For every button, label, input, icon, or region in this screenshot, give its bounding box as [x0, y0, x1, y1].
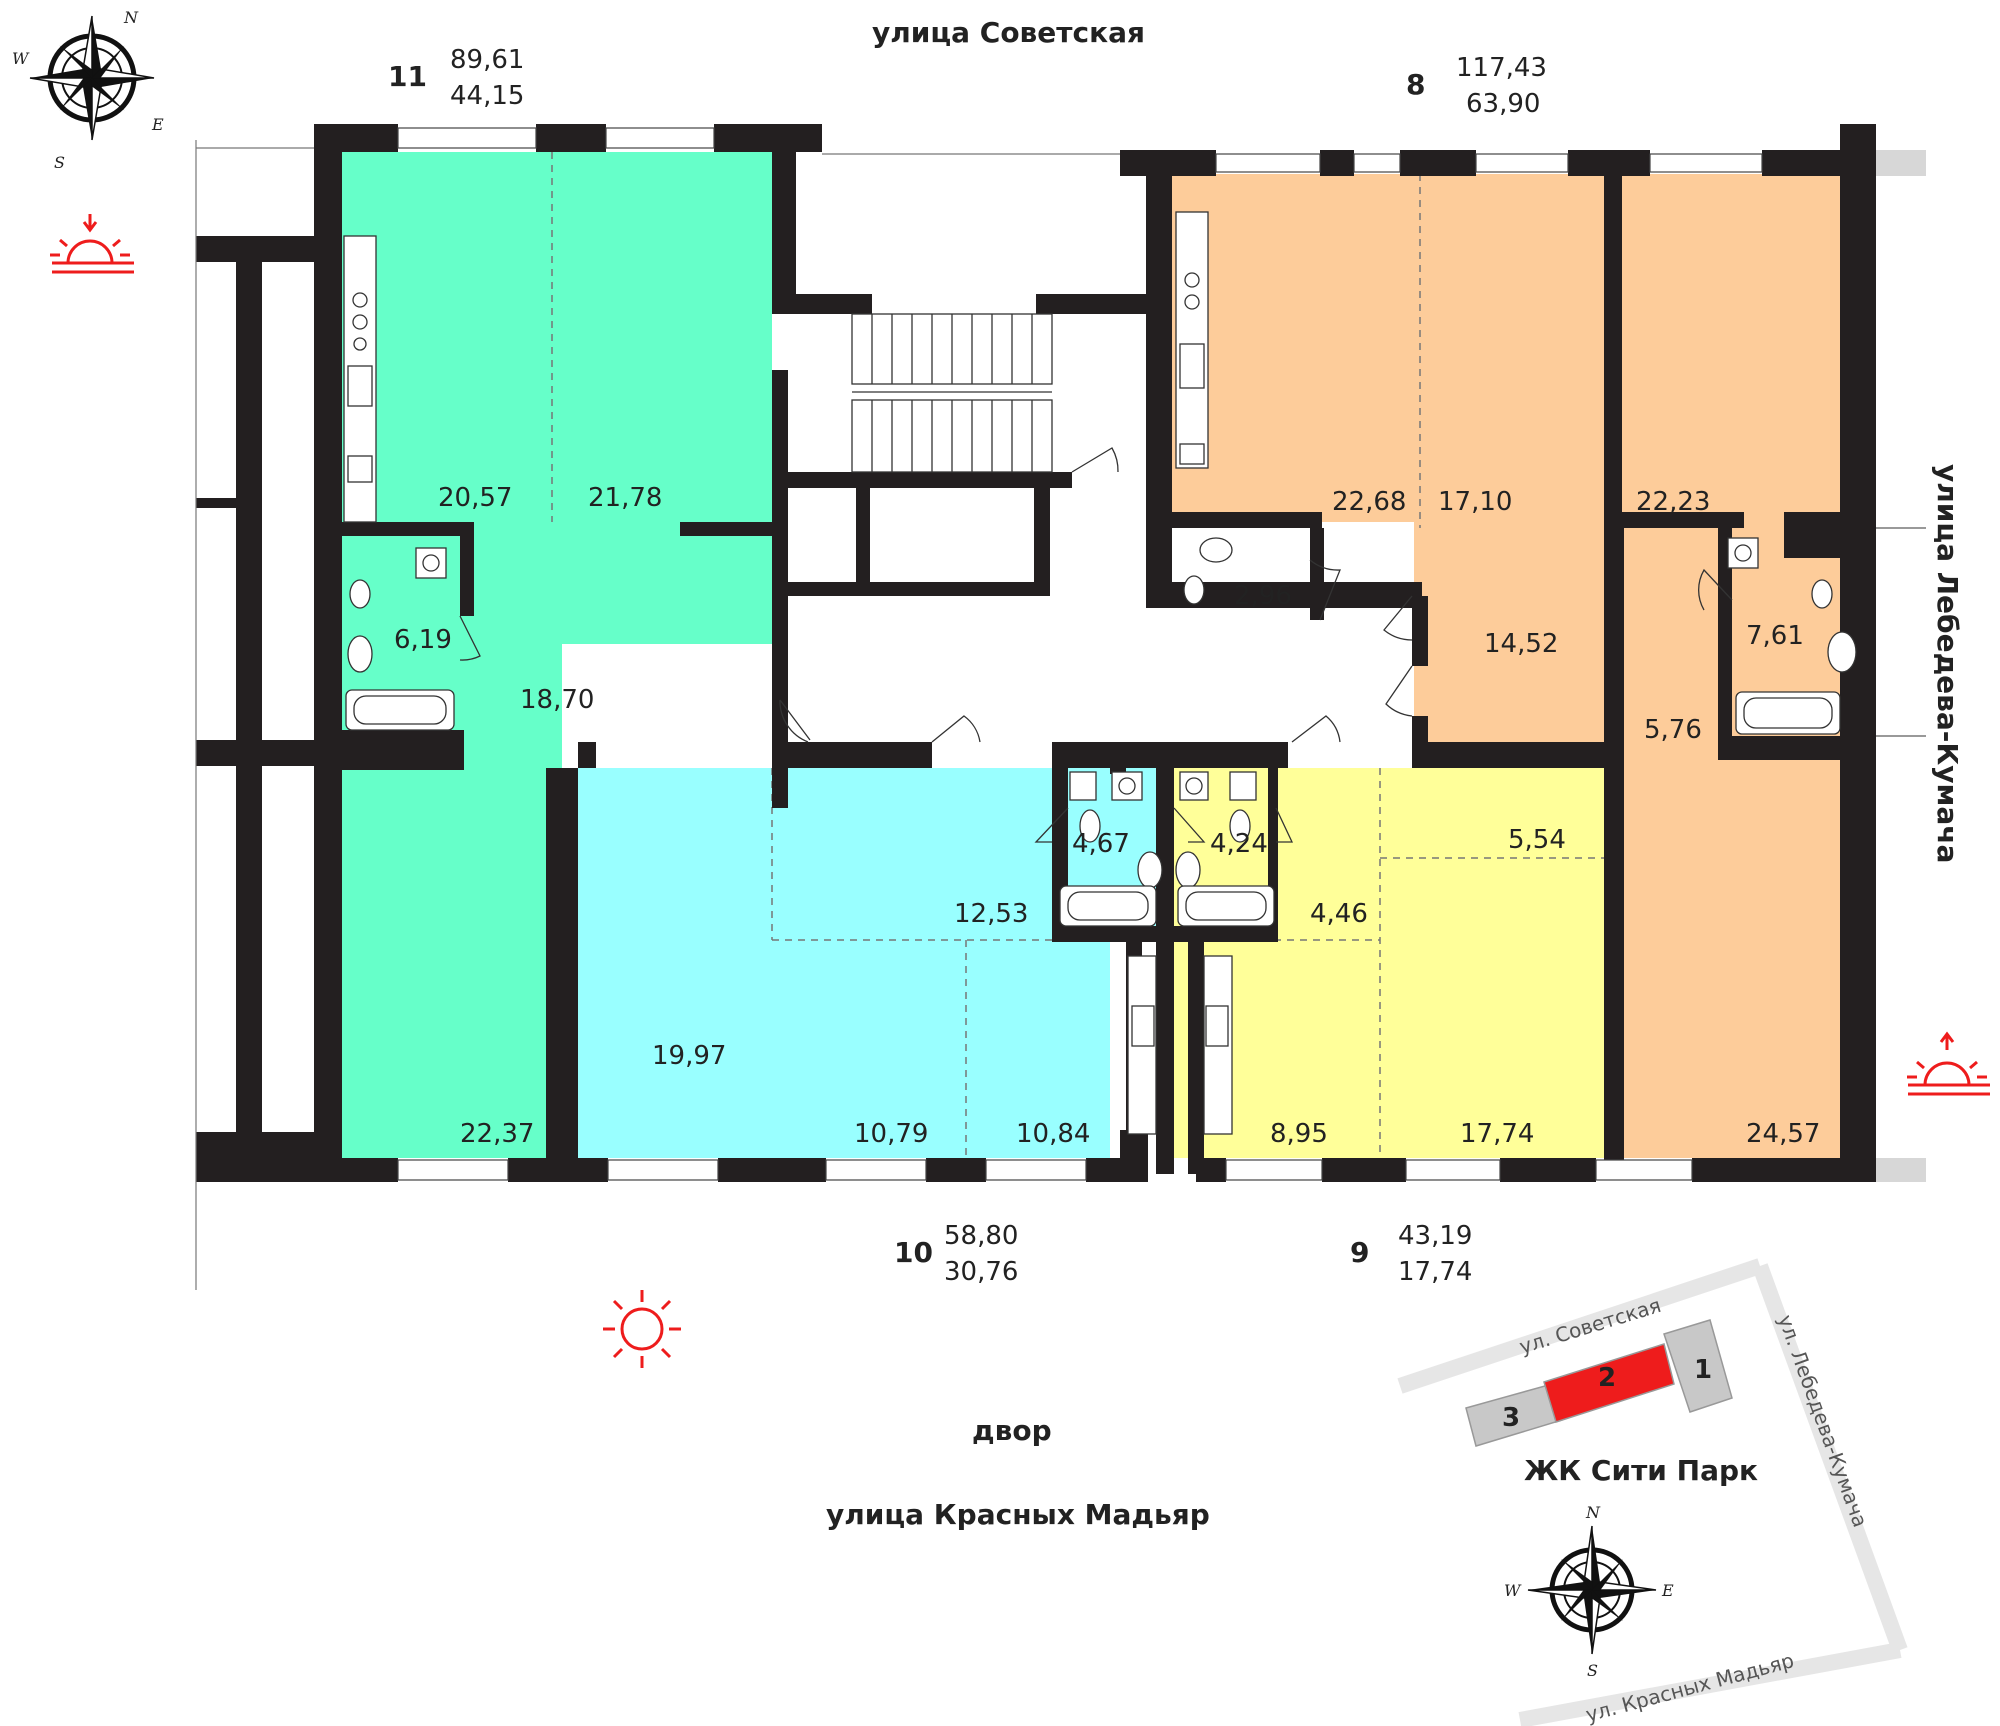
compass-w: W	[12, 49, 30, 68]
room-area: 17,10	[1438, 487, 1512, 517]
room-area: 10,84	[1016, 1119, 1090, 1149]
sunrise-icon	[50, 214, 134, 274]
site-street-south: ул. Красных Мадьяр	[1583, 1648, 1796, 1726]
sunset-icon	[1907, 1031, 1990, 1096]
apt8-number: 8	[1406, 68, 1425, 101]
room-areas: 20,57 21,78 6,19 18,70 22,37 22,68 17,10…	[394, 483, 1820, 1149]
apt8-fill-room	[1618, 754, 1852, 1158]
room-area: 2,96	[1234, 581, 1292, 611]
apt8-living: 63,90	[1466, 89, 1540, 119]
room-area: 22,68	[1332, 487, 1406, 517]
room-area: 18,70	[520, 685, 594, 715]
yard-label: двор	[972, 1414, 1052, 1447]
apt10-total: 58,80	[944, 1221, 1018, 1251]
walls	[196, 124, 1876, 1182]
building-2	[1543, 1343, 1675, 1423]
apt9-living: 17,74	[1398, 1257, 1472, 1287]
compass-rose-icon: N E S W	[12, 8, 164, 172]
compass-s: S	[54, 153, 65, 172]
room-area: 8,95	[1270, 1119, 1328, 1149]
street-south-label: улица Красных Мадьяр	[826, 1498, 1210, 1531]
apt11-number: 11	[388, 60, 427, 93]
apt10-number: 10	[894, 1236, 933, 1269]
street-east-label: улица Лебедева-Кумача	[1931, 464, 1964, 863]
site-street-north: ул. Советская	[1516, 1293, 1663, 1359]
lobby-area	[780, 522, 1414, 768]
site-street-east: ул. Лебедева-Кумача	[1773, 1312, 1872, 1531]
room-area: 20,57	[438, 483, 512, 513]
apartment-8-label: 8 117,43 63,90	[1406, 53, 1547, 119]
room-area: 17,74	[1460, 1119, 1534, 1149]
room-area: 12,53	[954, 899, 1028, 929]
apt11-living: 44,15	[450, 81, 524, 111]
staircase	[851, 313, 1053, 473]
room-area: 7,61	[1746, 621, 1804, 651]
room-area: 24,57	[1746, 1119, 1820, 1149]
compass-rose-icon: N E S W	[1504, 1503, 1674, 1680]
apartment-10-label: 10 58,80 30,76	[894, 1221, 1018, 1287]
compass-s: S	[1587, 1661, 1598, 1680]
apt9-number: 9	[1350, 1236, 1369, 1269]
windows	[397, 127, 1763, 1181]
site-map: ул. Советская ул. Лебедева-Кумача ул. Кр…	[1397, 1258, 1908, 1726]
building-1	[1663, 1319, 1733, 1413]
apt11-total: 89,61	[450, 45, 524, 75]
room-area: 10,79	[854, 1119, 928, 1149]
apt9-total: 43,19	[1398, 1221, 1472, 1251]
building-2-label: 2	[1598, 1363, 1616, 1393]
compass-e: E	[1661, 1581, 1674, 1600]
street-north-label: улица Советская	[872, 16, 1145, 49]
wall-extension-right-2	[1876, 1158, 1926, 1182]
building-1-label: 1	[1694, 1355, 1712, 1385]
apt8-fill	[1172, 174, 1852, 528]
room-area: 19,97	[652, 1041, 726, 1071]
room-area: 5,76	[1644, 715, 1702, 745]
building-3-label: 3	[1502, 1403, 1520, 1433]
wall-extension-right	[1876, 150, 1926, 176]
room-area: 6,19	[394, 625, 452, 655]
apt10-fill	[578, 768, 1110, 1158]
room-area: 4,67	[1072, 829, 1130, 859]
room-area: 22,23	[1636, 487, 1710, 517]
room-area: 5,54	[1508, 825, 1566, 855]
room-area: 21,78	[588, 483, 662, 513]
compass-n: N	[1585, 1503, 1601, 1522]
site-map-title: ЖК Сити Парк	[1524, 1454, 1758, 1487]
plumbing-fixtures	[343, 211, 1857, 1135]
compass-e: E	[151, 115, 164, 134]
compass-w: W	[1504, 1581, 1522, 1600]
room-area: 4,24	[1210, 829, 1268, 859]
apt11-fill	[340, 152, 772, 522]
apartment-11-label: 11 89,61 44,15	[388, 45, 524, 111]
doors	[459, 447, 1733, 843]
apartment-9-label: 9 43,19 17,74	[1350, 1221, 1472, 1287]
room-area: 14,52	[1484, 629, 1558, 659]
apt8-total: 117,43	[1456, 53, 1547, 83]
compass-n: N	[123, 8, 139, 27]
sun-noon-icon	[603, 1290, 681, 1368]
room-area: 22,37	[460, 1119, 534, 1149]
room-area: 4,46	[1310, 899, 1368, 929]
apt10-living: 30,76	[944, 1257, 1018, 1287]
